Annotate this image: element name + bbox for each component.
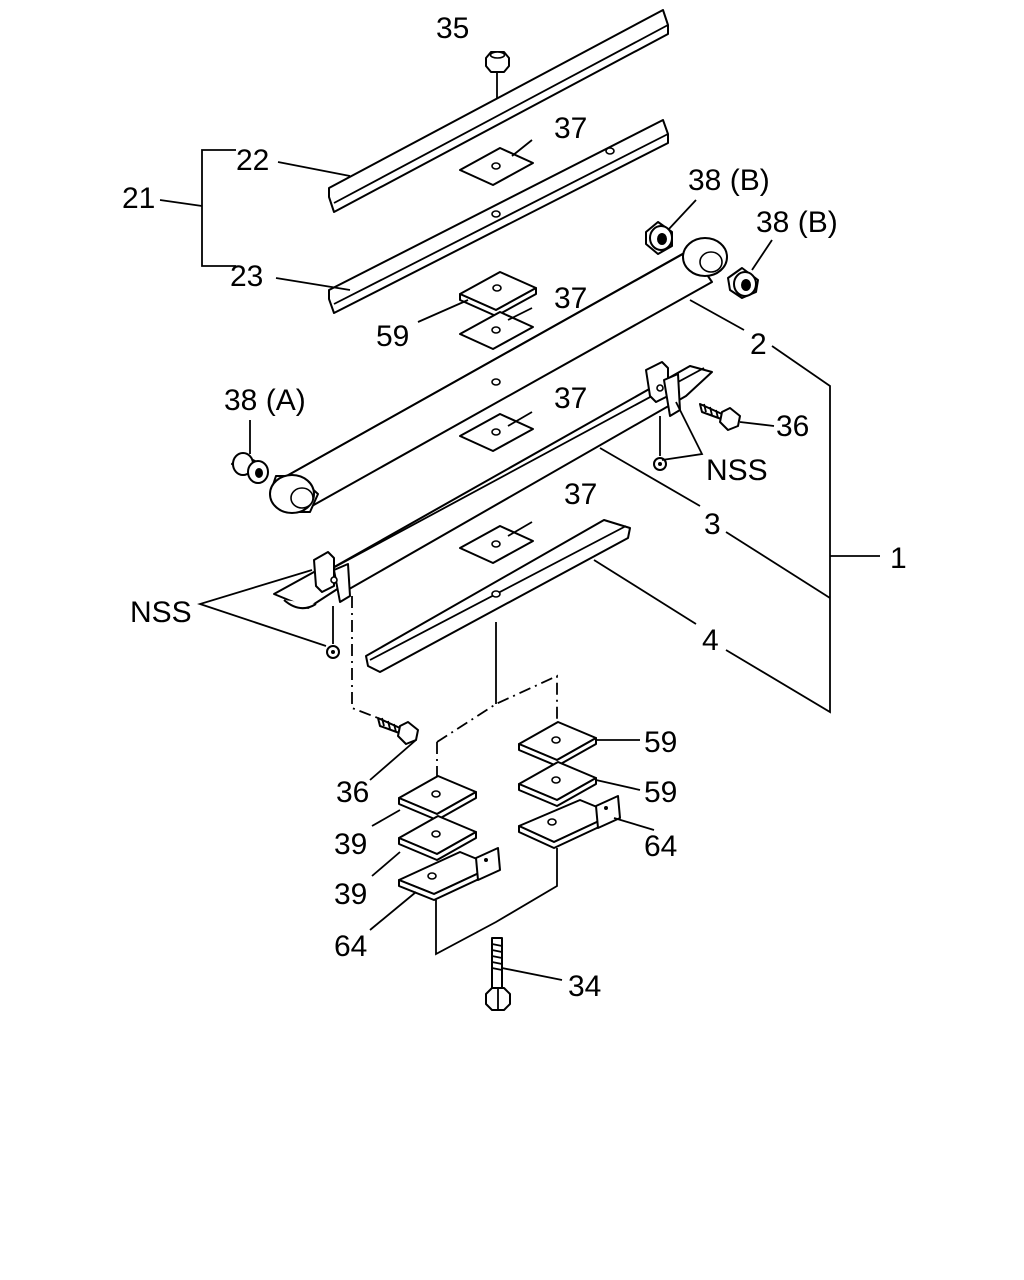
bushing-38b-right — [727, 267, 759, 299]
callout-38a: 38 (A) — [224, 384, 306, 417]
shim-39-left-1 — [398, 775, 477, 821]
bushing-38b-left — [645, 221, 673, 255]
callout-37-c: 37 — [554, 382, 587, 415]
callout-35: 35 — [436, 12, 469, 45]
pad-37-a — [459, 147, 534, 186]
callout-34: 34 — [568, 970, 601, 1003]
bolt-36-right — [699, 403, 741, 431]
shim-59-right-1 — [518, 721, 597, 767]
callout-39-a: 39 — [334, 828, 367, 861]
pad-37-c — [459, 413, 534, 452]
callout-2: 2 — [750, 328, 767, 361]
bracket-64-right — [518, 795, 621, 849]
callout-59-a: 59 — [376, 320, 409, 353]
callout-59-c: 59 — [644, 776, 677, 809]
callout-3: 3 — [704, 508, 721, 541]
pad-37-b — [459, 311, 534, 350]
leaf-22 — [328, 9, 669, 213]
callout-nss-1: NSS — [706, 454, 768, 487]
callout-37-d: 37 — [564, 478, 597, 511]
callout-4: 4 — [702, 624, 719, 657]
leader-lines — [159, 139, 880, 981]
nut-35 — [485, 51, 510, 110]
callout-nss-2: NSS — [130, 596, 192, 629]
callout-39-b: 39 — [334, 878, 367, 911]
nss-screw-right — [653, 416, 667, 471]
callout-36-a: 36 — [776, 410, 809, 443]
shim-59-right-2 — [518, 761, 597, 807]
leaf-23 — [328, 119, 669, 314]
callout-64-b: 64 — [334, 930, 367, 963]
pad-37-d — [459, 525, 534, 564]
callout-37-b: 37 — [554, 282, 587, 315]
clip-right — [645, 361, 681, 417]
callout-64-a: 64 — [644, 830, 677, 863]
main-leaf-2 — [269, 237, 728, 514]
bracket-64-left — [398, 847, 501, 901]
center-bolt-34 — [485, 937, 511, 1011]
bushing-38a — [231, 452, 269, 484]
callout-22: 22 — [236, 144, 269, 177]
callout-38b-1: 38 (B) — [688, 164, 770, 197]
clip-left — [313, 551, 351, 603]
callout-38b-2: 38 (B) — [756, 206, 838, 239]
callout-37-a: 37 — [554, 112, 587, 145]
callout-36-b: 36 — [336, 776, 369, 809]
leaf-4 — [365, 519, 631, 673]
nss-screw-left — [326, 606, 340, 659]
shim-39-left-2 — [398, 815, 477, 861]
shim-59-top — [459, 271, 537, 317]
callout-21: 21 — [122, 182, 155, 215]
bolt-36-lower — [377, 717, 419, 745]
callout-59-b: 59 — [644, 726, 677, 759]
callout-23: 23 — [230, 260, 263, 293]
callout-1: 1 — [890, 542, 907, 575]
